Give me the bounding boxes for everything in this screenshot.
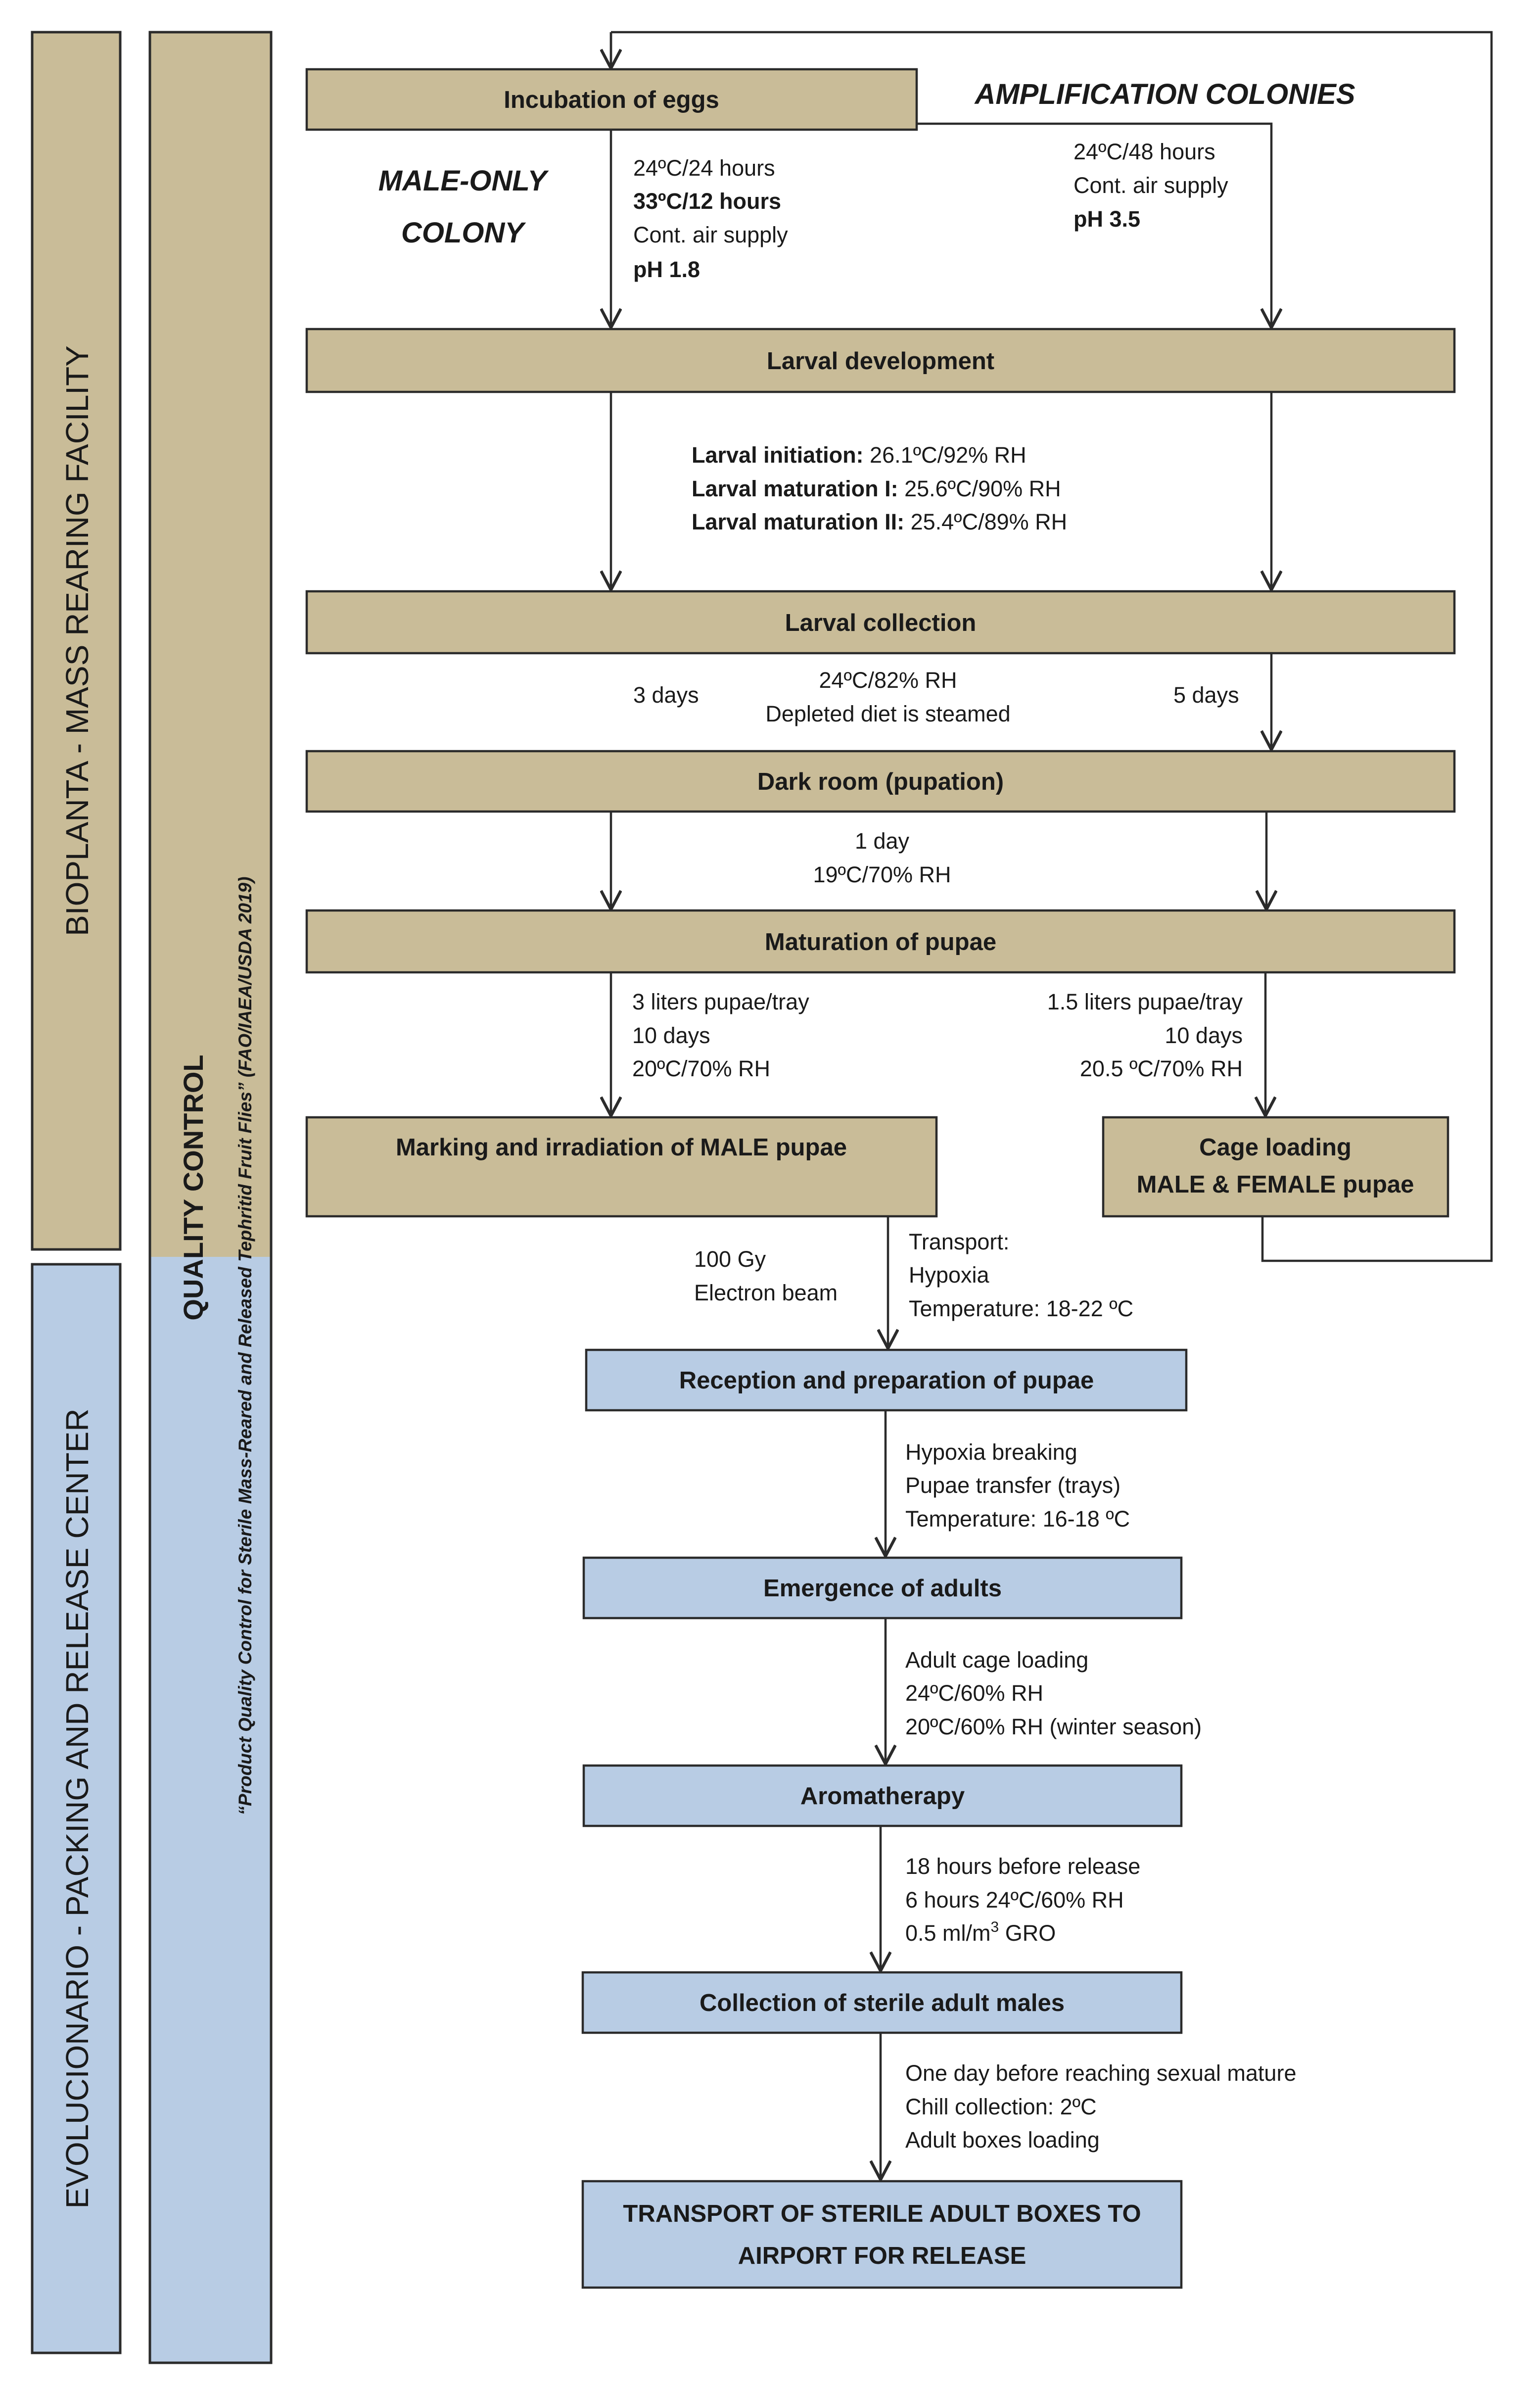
- amplification-colonies-label: AMPLIFICATION COLONIES: [974, 78, 1355, 110]
- note-irr-right-3: Temperature: 18-22 ºC: [909, 1296, 1133, 1321]
- note-irr-left-2: Electron beam: [694, 1280, 838, 1305]
- note-coll-1: One day before reaching sexual mature: [905, 2060, 1296, 2086]
- box-aromatherapy-label: Aromatherapy: [800, 1783, 965, 1810]
- tan-boxes: [305, 68, 1456, 1218]
- box-dark-room-label: Dark room (pupation): [757, 768, 1004, 795]
- box-reception: [585, 1348, 1188, 1412]
- note-coll-center-1: 24ºC/82% RH: [819, 668, 957, 693]
- box-maturation: [305, 909, 1456, 974]
- box-emergence: [582, 1556, 1183, 1620]
- arrows: [611, 32, 1271, 2180]
- note-dark-1: 1 day: [855, 828, 910, 854]
- box-transport-label-1: TRANSPORT OF STERILE ADULT BOXES TO: [623, 2200, 1141, 2227]
- note-aroma-2: 6 hours 24ºC/60% RH: [905, 1887, 1124, 1913]
- male-only-label-1: MALE-ONLY: [378, 165, 550, 197]
- note-inc-right-1: 24ºC/48 hours: [1073, 139, 1215, 164]
- note-coll-right: 5 days: [1173, 682, 1239, 708]
- box-maturation-label: Maturation of pupae: [765, 929, 996, 956]
- note-irr-right-1: Transport:: [909, 1229, 1009, 1254]
- note-coll-left: 3 days: [633, 682, 699, 708]
- box-emergence-label: Emergence of adults: [763, 1575, 1002, 1602]
- note-coll-2: Chill collection: 2ºC: [905, 2094, 1097, 2119]
- note-aroma-1: 18 hours before release: [905, 1854, 1140, 1879]
- note-irr-right-2: Hypoxia: [909, 1262, 990, 1288]
- blue-boxes: [581, 1348, 1188, 2289]
- box-transport: [581, 2180, 1183, 2289]
- box-cage-loading-label-1: Cage loading: [1199, 1134, 1352, 1161]
- box-incubation: [305, 68, 918, 131]
- note-larval-2: Larval maturation I: 25.6ºC/90% RH: [692, 476, 1061, 501]
- note-rec-2: Pupae transfer (trays): [905, 1473, 1120, 1498]
- note-mat-right-3: 20.5 ºC/70% RH: [1080, 1056, 1243, 1081]
- qc-sidebar-top: [150, 32, 271, 1257]
- note-emer-2: 24ºC/60% RH: [905, 1680, 1043, 1706]
- note-emer-1: Adult cage loading: [905, 1647, 1088, 1673]
- note-larval-3: Larval maturation II: 25.4ºC/89% RH: [692, 509, 1067, 534]
- box-marking-label: Marking and irradiation of MALE pupae: [396, 1134, 847, 1161]
- note-mat-left-3: 20ºC/70% RH: [632, 1056, 770, 1081]
- qc-sidebar-bottom: [150, 1257, 271, 2363]
- note-coll-center-2: Depleted diet is steamed: [765, 701, 1010, 726]
- male-only-label-2: COLONY: [401, 217, 526, 249]
- note-inc-right-2: Cont. air supply: [1073, 173, 1228, 198]
- note-inc-right-3: pH 3.5: [1073, 206, 1140, 232]
- note-inc-left-1: 24ºC/24 hours: [633, 155, 775, 181]
- note-emer-3: 20ºC/60% RH (winter season): [905, 1714, 1202, 1739]
- box-collection-label: Collection of sterile adult males: [700, 1990, 1065, 2016]
- note-coll-3: Adult boxes loading: [905, 2127, 1100, 2152]
- box-larval-collection-label: Larval collection: [785, 610, 977, 636]
- box-cage-loading: [1102, 1116, 1449, 1218]
- evolucionario-label: EVOLUCIONARIO - PACKING AND RELEASE CENT…: [59, 1409, 95, 2209]
- note-mat-left-1: 3 liters pupae/tray: [632, 989, 809, 1014]
- qc-subtitle: “Product Quality Control for Sterile Mas…: [235, 877, 255, 1816]
- box-incubation-label: Incubation of eggs: [504, 87, 719, 113]
- box-dark-room: [305, 750, 1456, 813]
- box-reception-label: Reception and preparation of pupae: [679, 1367, 1094, 1394]
- box-transport-label-2: AIRPORT FOR RELEASE: [738, 2243, 1027, 2269]
- note-inc-left-2: 33ºC/12 hours: [633, 189, 781, 214]
- box-larval-collection: [305, 590, 1456, 655]
- note-rec-1: Hypoxia breaking: [905, 1439, 1077, 1465]
- box-larval-development: [305, 328, 1456, 393]
- note-mat-right-1: 1.5 liters pupae/tray: [1047, 989, 1243, 1014]
- bioplanta-sidebar: [31, 31, 122, 1251]
- note-inc-left-4: pH 1.8: [633, 257, 700, 282]
- box-aromatherapy: [582, 1764, 1183, 1827]
- bioplanta-label: BIOPLANTA - MASS REARING FACILITY: [59, 345, 95, 936]
- box-marking: [305, 1116, 938, 1218]
- box-collection: [581, 1971, 1183, 2034]
- box-larval-development-label: Larval development: [767, 348, 994, 375]
- note-rec-3: Temperature: 16-18 ºC: [905, 1506, 1130, 1531]
- note-inc-left-3: Cont. air supply: [633, 222, 788, 247]
- note-aroma-3: 0.5 ml/m3 GRO: [905, 1919, 1056, 1946]
- qc-title: QUALITY CONTROL: [178, 1054, 209, 1320]
- note-larval-1: Larval initiation: 26.1ºC/92% RH: [692, 442, 1027, 468]
- note-dark-2: 19ºC/70% RH: [813, 862, 951, 887]
- note-mat-right-2: 10 days: [1165, 1023, 1243, 1048]
- evolucionario-sidebar: [31, 1263, 122, 2354]
- box-cage-loading-label-2: MALE & FEMALE pupae: [1137, 1171, 1414, 1198]
- note-irr-left-1: 100 Gy: [694, 1246, 766, 1272]
- qc-sidebar-border: [148, 31, 273, 2364]
- note-mat-left-2: 10 days: [632, 1023, 710, 1048]
